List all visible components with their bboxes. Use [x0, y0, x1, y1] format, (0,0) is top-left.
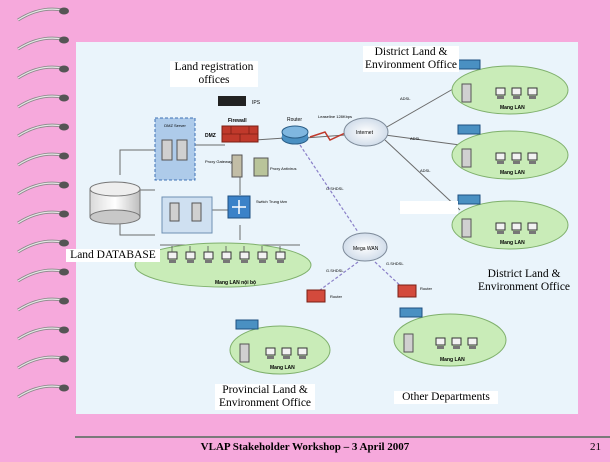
provincial-router-label: Router	[330, 294, 343, 299]
land-registration-label: Land registration offices	[170, 61, 258, 87]
firewall-label: Firewall	[228, 118, 247, 124]
main-lan-label: Mang LAN nội bộ	[215, 280, 256, 286]
proxy-antivirus-icon	[253, 157, 269, 177]
binding-ring	[17, 239, 69, 254]
center-switch-label: Switch Trung tâm	[256, 199, 288, 204]
remote-lan-group: Mang LAN	[393, 307, 507, 367]
other-departments-label: Other Departments	[394, 391, 498, 404]
binding-ring	[17, 152, 69, 167]
pc-icon	[257, 246, 268, 263]
wan-lines	[299, 144, 406, 291]
label-blank-box	[400, 201, 458, 214]
pc-icon	[203, 246, 214, 263]
main-lan-pcs	[167, 246, 286, 263]
internet-cloud	[343, 117, 389, 147]
other-router-icon	[397, 284, 417, 298]
leased-line-label: Leaseline 128Kbps	[318, 114, 352, 119]
binding-ring	[17, 36, 69, 51]
mega-wan-label: Mega WAN	[353, 246, 379, 252]
lan-label: Mang LAN	[500, 240, 525, 246]
slide-footer: VLAP Stakeholder Workshop – 3 April 2007	[200, 441, 410, 453]
footer-line	[75, 436, 610, 438]
lan-label: Mang LAN	[500, 170, 525, 176]
remote-lan-group: Mang LAN	[451, 59, 569, 115]
provincial-office-label: Provincial Land & Environment Office	[215, 384, 315, 410]
adsl-label-1: ADSL	[400, 96, 411, 101]
ips-label: IPS	[252, 100, 261, 106]
binding-ring	[17, 326, 69, 341]
pc-icon	[185, 246, 196, 263]
land-database-label: Land DATABASE	[66, 249, 160, 262]
remote-lan-group: Mang LAN	[451, 124, 569, 180]
center-switch-icon	[227, 195, 251, 219]
lan-label: Mang LAN	[270, 365, 295, 371]
database-cylinder-icon	[89, 181, 141, 225]
dmz-server-label: DMZ Server	[164, 123, 186, 128]
binding-ring	[17, 94, 69, 109]
binding-ring	[17, 123, 69, 138]
proxy-gateway-icon	[231, 154, 243, 178]
pc-icon	[275, 246, 286, 263]
proxy-antivirus-label: Proxy Antivirus	[270, 166, 296, 171]
lan-label: Mang LAN	[500, 105, 525, 111]
proxy-gateway-label: Proxy Gateway	[205, 159, 232, 164]
other-router-label: Router	[420, 286, 433, 291]
firewall-icon	[221, 125, 259, 143]
mega-wan-cloud	[342, 232, 388, 262]
ips-device	[218, 96, 246, 106]
binding-ring	[17, 181, 69, 196]
district-office-bottom-label: District Land & Environment Office	[477, 268, 571, 293]
pc-icon	[221, 246, 232, 263]
binding-ring	[17, 65, 69, 80]
binding-ring	[17, 7, 69, 22]
pc-icon	[239, 246, 250, 263]
page-number: 21	[590, 441, 601, 453]
adsl-label-2: ADSL	[410, 136, 421, 141]
shdsl-right-label: G.SHDSL	[386, 261, 404, 266]
remote-lan-group: Mang LAN	[229, 319, 331, 375]
remote-lan-group: Mang LAN	[451, 194, 569, 250]
provincial-router-icon	[306, 289, 326, 303]
binding-ring	[17, 384, 69, 399]
binding-ring	[17, 297, 69, 312]
main-router-icon	[281, 125, 309, 145]
binding-ring	[17, 355, 69, 370]
binding-ring	[17, 268, 69, 283]
shdsl-left-label: G.SHDSL	[326, 268, 344, 273]
district-office-top-label: District Land & Environment Office	[363, 46, 459, 72]
internet-label: Internet	[356, 130, 374, 136]
leased-line	[309, 131, 346, 141]
main-router-label: Router	[287, 117, 302, 123]
shdsl-center-label: G.SHDSL	[326, 186, 344, 191]
pc-icon	[167, 246, 178, 263]
adsl-label-3: ADSL	[420, 168, 431, 173]
binding-ring	[17, 210, 69, 225]
dmz-label: DMZ	[205, 133, 216, 139]
lan-label: Mang LAN	[440, 357, 465, 363]
